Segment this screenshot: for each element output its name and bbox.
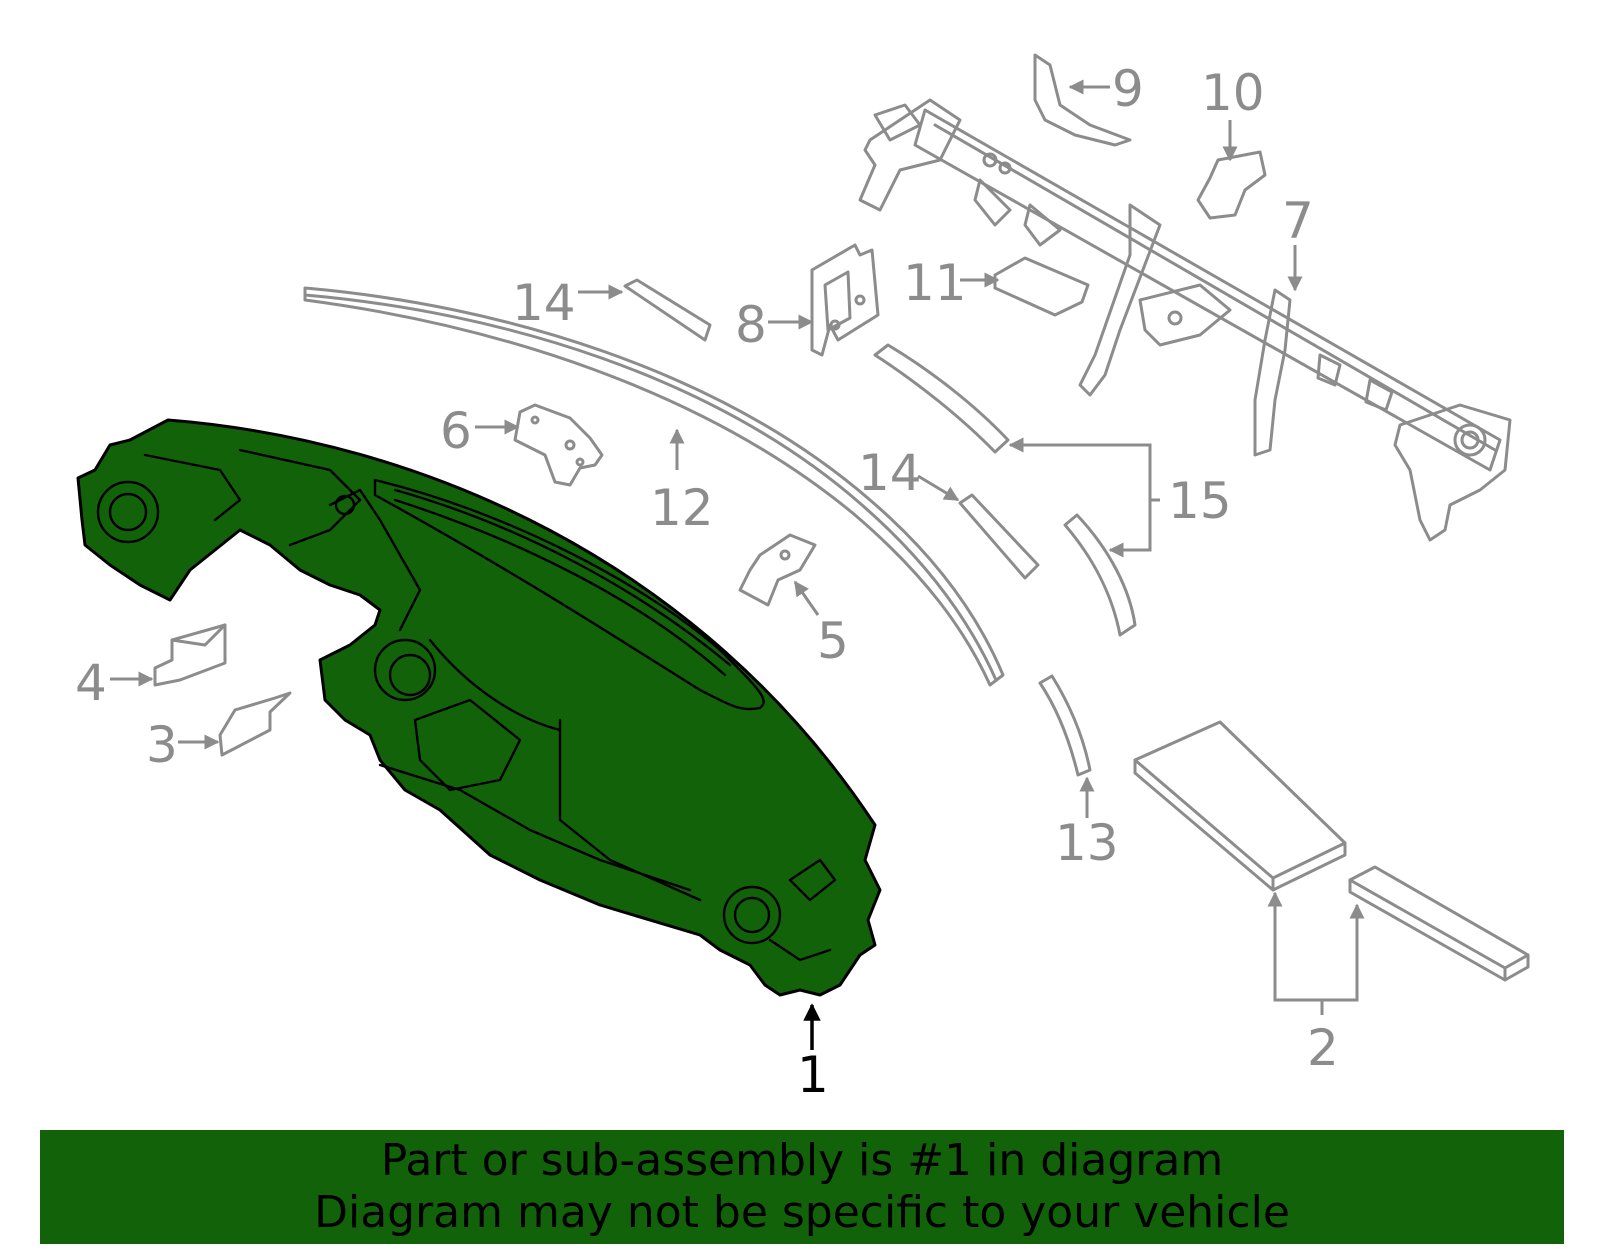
part-10-clip: 10 <box>1196 64 1267 220</box>
part-7-bracket: 7 <box>1282 192 1314 292</box>
part-14-upper-strip: 14 <box>512 274 712 342</box>
callout-15: 15 <box>1168 472 1232 530</box>
callout-14b: 14 <box>858 444 922 502</box>
info-banner: Part or sub-assembly is #1 in diagram Di… <box>40 1130 1564 1244</box>
part-8-bracket: 8 <box>735 243 880 357</box>
callout-12: 12 <box>650 479 714 537</box>
part-3-bracket: 3 <box>146 691 292 774</box>
part-11-pad: 11 <box>903 254 1090 317</box>
part-5-bracket: 5 <box>738 533 849 670</box>
part-15-trim-pieces: 15 <box>873 343 1232 637</box>
callout-11: 11 <box>903 254 967 312</box>
part-14-lower-strip: 14 <box>858 444 1040 580</box>
callout-13: 13 <box>1055 814 1119 872</box>
callout-6: 6 <box>440 402 472 460</box>
cross-car-beam <box>858 98 1512 542</box>
parts-diagram: 9 10 7 11 8 14 12 <box>75 53 1530 1104</box>
callout-5: 5 <box>817 612 849 670</box>
part-1-instrument-panel <box>76 418 882 997</box>
callout-9: 9 <box>1112 60 1144 118</box>
callout-1: 1 <box>797 1046 829 1104</box>
part-12-trim-strip: 12 <box>303 286 1005 687</box>
callout-4: 4 <box>75 654 107 712</box>
part-9-bracket: 9 <box>1033 53 1144 147</box>
banner-line-2: Diagram may not be specific to your vehi… <box>314 1187 1290 1238</box>
callout-2: 2 <box>1307 1019 1339 1077</box>
part-2-pads: 2 <box>1133 720 1530 1077</box>
callout-7: 7 <box>1282 192 1314 250</box>
part-4-bracket: 4 <box>75 623 227 712</box>
part-6-bracket: 6 <box>440 402 604 487</box>
callout-8: 8 <box>735 296 767 354</box>
part-13-strip: 13 <box>1038 674 1119 872</box>
callout-10: 10 <box>1201 64 1265 122</box>
banner-line-1: Part or sub-assembly is #1 in diagram <box>380 1135 1224 1186</box>
callout-14a: 14 <box>512 274 576 332</box>
callout-3: 3 <box>146 716 178 774</box>
